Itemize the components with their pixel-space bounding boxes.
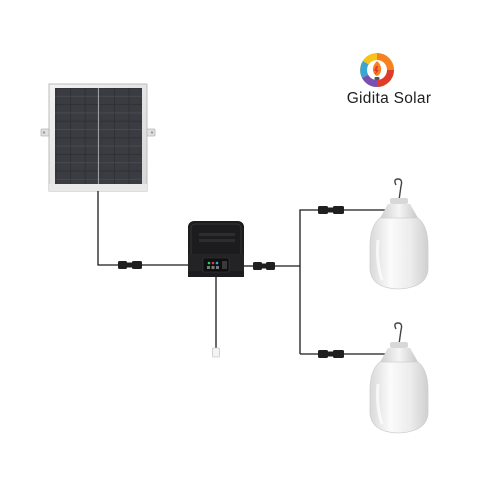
brand-name: Gidita Solar — [346, 90, 432, 107]
cable-lines — [97, 191, 385, 355]
sun-bulb-flame-icon — [360, 53, 394, 87]
usb-plug-icon — [212, 347, 220, 358]
brand-logo-block: Gidita Solar — [334, 52, 444, 112]
cable-connector-icon — [118, 206, 344, 358]
solar-panel-icon — [40, 83, 156, 192]
controller-box-icon — [188, 221, 244, 277]
led-bulb-icon — [369, 322, 429, 434]
led-bulb-icon — [369, 178, 429, 290]
